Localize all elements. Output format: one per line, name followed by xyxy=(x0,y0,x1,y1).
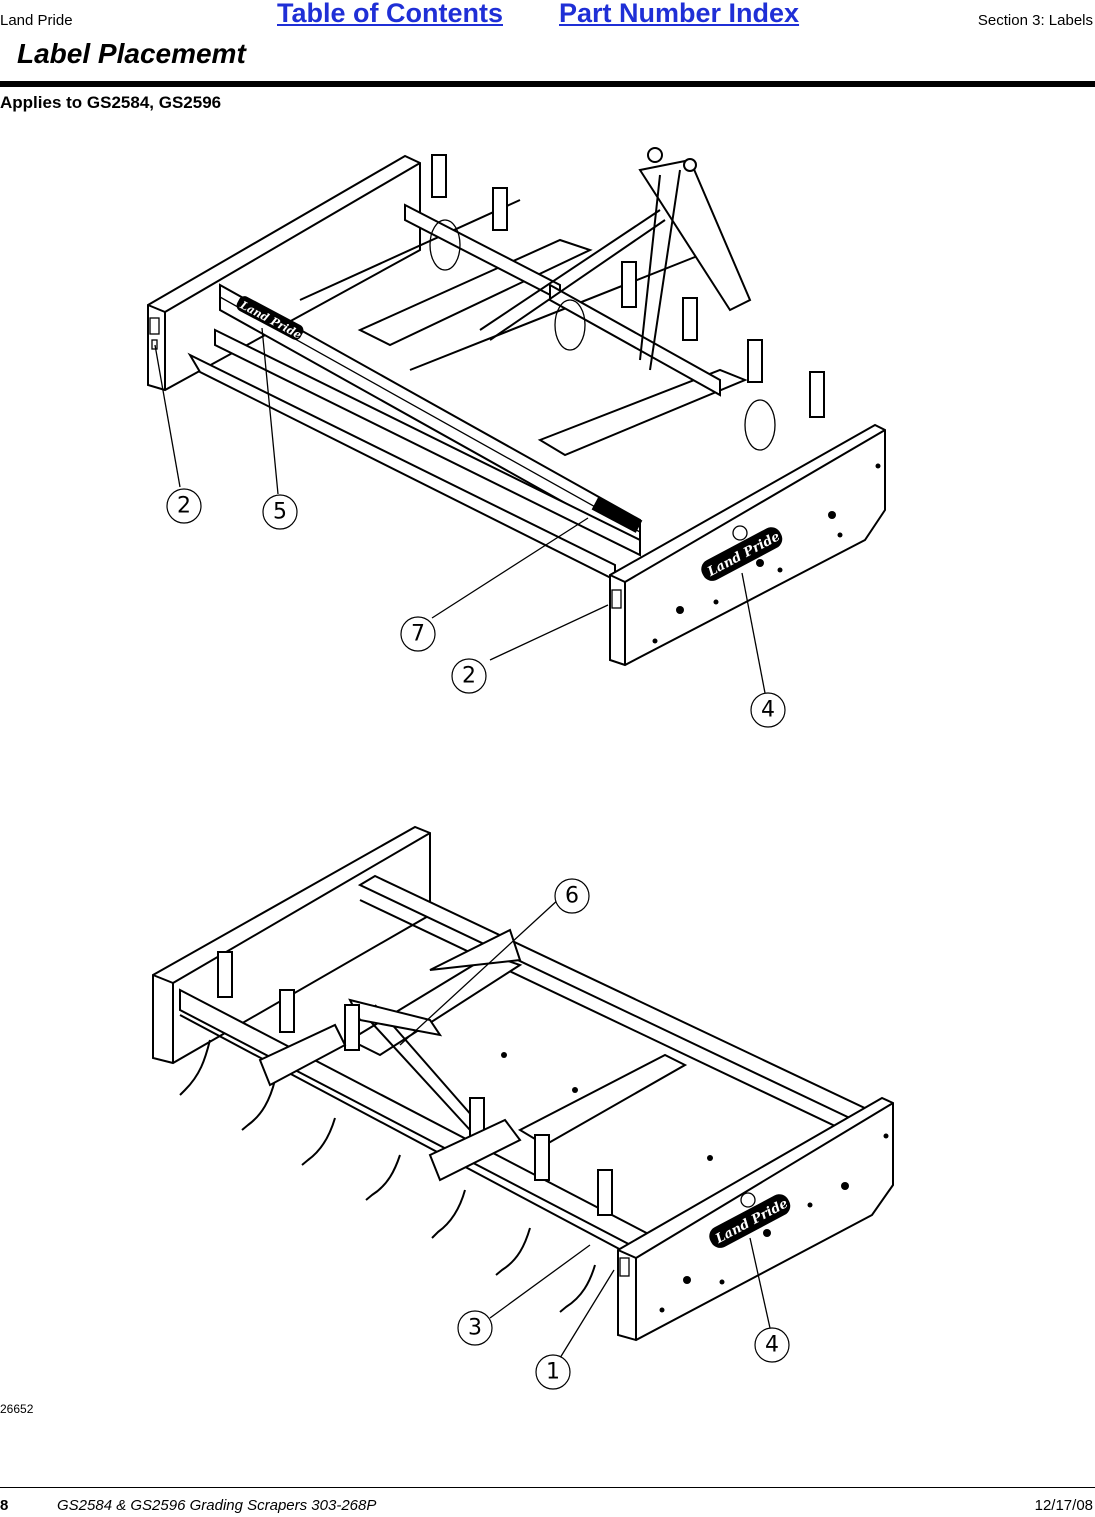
svg-text:2: 2 xyxy=(462,664,476,689)
page-title: Label Placememt xyxy=(17,38,246,69)
document-title: GS2584 & GS2596 Grading Scrapers 303-268… xyxy=(57,1497,377,1514)
bottom-scraper-drawing: Land Pride xyxy=(152,825,894,1359)
callout-bottom-1: 1 xyxy=(535,1354,571,1390)
table-of-contents-link[interactable]: Table of Contents xyxy=(277,0,503,28)
svg-text:5: 5 xyxy=(273,500,287,525)
svg-text:7: 7 xyxy=(411,622,425,647)
svg-text:6: 6 xyxy=(565,884,579,909)
svg-text:4: 4 xyxy=(761,698,775,723)
callout-top-2a: 2 xyxy=(166,488,202,524)
callout-bottom-4: 4 xyxy=(754,1327,790,1363)
section-label: Section 3: Labels xyxy=(977,12,1093,29)
page-number: 8 xyxy=(0,1497,9,1514)
callout-bottom-6: 6 xyxy=(554,878,590,914)
callout-top-7: 7 xyxy=(400,616,436,652)
svg-text:4: 4 xyxy=(765,1333,779,1358)
callout-bottom-3: 3 xyxy=(457,1310,493,1346)
callout-top-4: 4 xyxy=(750,692,786,728)
applies-to-text: Applies to GS2584, GS2596 xyxy=(0,93,222,112)
footer-rule xyxy=(0,1487,1095,1488)
callout-top-5: 5 xyxy=(262,494,298,530)
header-rule xyxy=(0,81,1095,87)
brand-name: Land Pride xyxy=(0,12,73,29)
document-date: 12/17/08 xyxy=(1034,1497,1093,1514)
callout-top-2b: 2 xyxy=(451,658,487,694)
part-number-index-link[interactable]: Part Number Index xyxy=(559,0,800,28)
top-scraper-drawing: Land Pride Land Pride xyxy=(147,147,886,694)
svg-text:3: 3 xyxy=(468,1316,482,1341)
figure-id: 26652 xyxy=(0,1402,34,1416)
svg-text:1: 1 xyxy=(546,1360,560,1385)
svg-text:2: 2 xyxy=(177,494,191,519)
